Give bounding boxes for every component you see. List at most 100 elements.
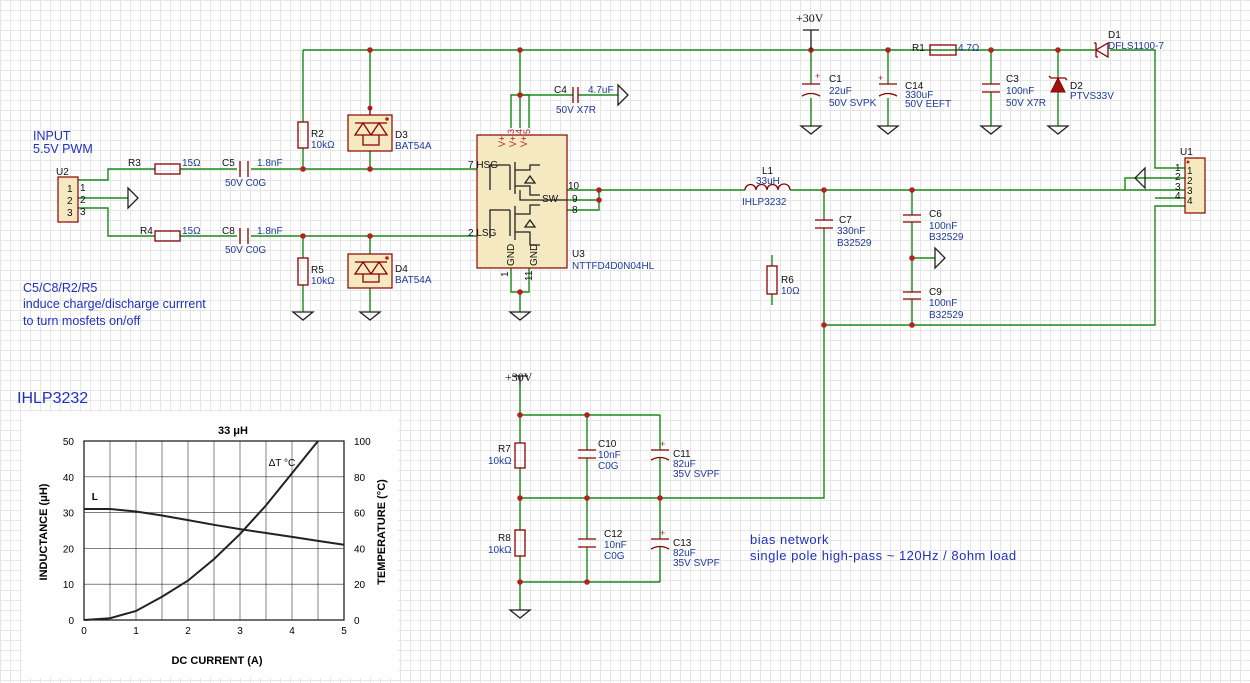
resistor-r6: R6 10Ω	[766, 265, 800, 297]
capacitor-c1: + C1 22uF 50V SVPK	[801, 71, 877, 109]
svg-text:3: 3	[1175, 182, 1181, 193]
svg-text:C12: C12	[604, 529, 623, 540]
resistor-r8: R8 10kΩ	[488, 529, 526, 557]
svg-text:10kΩ: 10kΩ	[311, 140, 335, 151]
svg-text:50V EEFT: 50V EEFT	[905, 99, 951, 110]
resistor-r7: R7 10kΩ	[488, 442, 526, 469]
svg-text:C7: C7	[839, 215, 852, 226]
svg-text:to turn mosfets on/off: to turn mosfets on/off	[23, 314, 141, 328]
diode-array-d4: D4 BAT54A	[347, 253, 432, 289]
capacitor-c5: C5 1.8nF 50V C0G	[222, 158, 283, 189]
resistor-r3: R3 15Ω	[128, 158, 201, 175]
svg-text:82uF: 82uF	[673, 548, 696, 559]
supply-30v-top: +30V	[796, 11, 824, 50]
svg-text:4: 4	[1187, 196, 1193, 207]
resistor-r1: R1 4.7Ω	[912, 43, 980, 56]
svg-text:C4: C4	[554, 85, 567, 96]
svg-text:5.5V PWM: 5.5V PWM	[33, 142, 93, 156]
svg-text:B32529: B32529	[929, 310, 964, 321]
resistor-r5: R5 10kΩ	[297, 257, 335, 287]
series-temperature-label: ΔT °C	[269, 458, 296, 469]
svg-text:R7: R7	[498, 444, 511, 455]
svg-text:C13: C13	[673, 538, 692, 549]
ground-symbols	[127, 83, 1146, 619]
svg-text:U2: U2	[56, 167, 69, 178]
wires	[78, 49, 1185, 610]
svg-text:1: 1	[67, 184, 73, 195]
y-tick-label: 20	[63, 544, 75, 555]
svg-text:D3: D3	[395, 130, 408, 141]
y2-tick-label: 20	[354, 580, 366, 591]
svg-text:R2: R2	[311, 129, 324, 140]
svg-text:10kΩ: 10kΩ	[488, 545, 512, 556]
series-inductance-label: L	[92, 492, 98, 503]
svg-text:33uH: 33uH	[756, 176, 780, 187]
svg-text:4.7uF: 4.7uF	[588, 85, 614, 96]
svg-text:50V C0G: 50V C0G	[225, 245, 266, 256]
svg-text:4: 4	[1175, 191, 1181, 202]
capacitor-c3: C3 100nF 50V X7R	[982, 74, 1046, 109]
svg-text:BAT54A: BAT54A	[395, 275, 432, 286]
y2-tick-label: 0	[354, 616, 360, 627]
junctions	[300, 47, 1061, 585]
chart-xlabel: DC CURRENT (A)	[171, 655, 262, 667]
svg-text:IHLP3232: IHLP3232	[742, 197, 787, 208]
svg-text:50V X7R: 50V X7R	[556, 105, 596, 116]
capacitor-c10: C10 10nF C0G	[578, 439, 621, 472]
series-temperature-line	[83, 440, 319, 621]
svg-text:bias network: bias network	[750, 532, 829, 547]
svg-text:10nF: 10nF	[604, 540, 627, 551]
y-tick-label: 40	[63, 473, 75, 484]
y2-tick-label: 100	[354, 437, 371, 448]
svg-text:DFLS1100-7: DFLS1100-7	[1108, 41, 1164, 52]
y-tick-label: 10	[63, 580, 75, 591]
svg-text:D1: D1	[1108, 30, 1121, 41]
svg-text:V+: V+	[519, 136, 529, 147]
svg-text:GND: GND	[529, 244, 540, 266]
capacitor-c13: + C13 82uF 35V SVPF	[650, 528, 720, 569]
capacitor-c7: C7 330nF B32529	[815, 215, 872, 249]
chart-grid	[83, 440, 345, 621]
resistor-r2: R2 10kΩ	[297, 121, 335, 151]
svg-text:C9: C9	[929, 287, 942, 298]
svg-text:U1: U1	[1180, 147, 1193, 158]
svg-text:C1: C1	[829, 74, 842, 85]
svg-text:IHLP3232: IHLP3232	[17, 390, 88, 407]
svg-text:82uF: 82uF	[673, 459, 696, 470]
svg-text:+30V: +30V	[796, 11, 824, 25]
x-tick-label: 4	[289, 626, 295, 637]
svg-text:U3: U3	[572, 249, 585, 260]
chart-title: 33 μH	[218, 425, 248, 437]
svg-text:PTVS33V: PTVS33V	[1070, 91, 1114, 102]
diode-d1: D1 DFLS1100-7	[1094, 30, 1164, 59]
svg-text:50V C0G: 50V C0G	[225, 178, 266, 189]
y2-tick-label: 80	[354, 473, 366, 484]
tvs-diode-d2: D2 PTVS33V	[1048, 75, 1114, 102]
chart-y2label: TEMPERATURE (°C)	[376, 479, 388, 585]
series-inductance-line	[84, 508, 345, 546]
svg-text:R6: R6	[781, 275, 794, 286]
svg-text:5: 5	[522, 129, 532, 134]
svg-text:C10: C10	[598, 439, 617, 450]
svg-text:100nF: 100nF	[1006, 86, 1034, 97]
svg-text:100nF: 100nF	[929, 221, 957, 232]
svg-text:2: 2	[1175, 172, 1181, 183]
svg-text:2: 2	[1187, 176, 1193, 187]
svg-text:C11: C11	[673, 449, 691, 460]
svg-text:SW: SW	[542, 194, 559, 205]
capacitor-c11: + C11 82uF 35V SVPF	[650, 439, 720, 480]
svg-text:2: 2	[67, 196, 73, 207]
svg-text:35V SVPF: 35V SVPF	[673, 469, 720, 480]
svg-text:GND: GND	[506, 244, 517, 266]
svg-text:C8: C8	[222, 226, 235, 237]
svg-text:8: 8	[572, 205, 578, 216]
svg-text:1.8nF: 1.8nF	[257, 226, 283, 237]
svg-text:330uF: 330uF	[905, 90, 933, 101]
svg-text:10Ω: 10Ω	[781, 286, 800, 297]
svg-text:R8: R8	[498, 533, 511, 544]
svg-text:9: 9	[572, 194, 578, 205]
svg-text:1: 1	[500, 271, 511, 277]
svg-text:4: 4	[514, 129, 524, 134]
svg-text:10kΩ: 10kΩ	[311, 276, 335, 287]
